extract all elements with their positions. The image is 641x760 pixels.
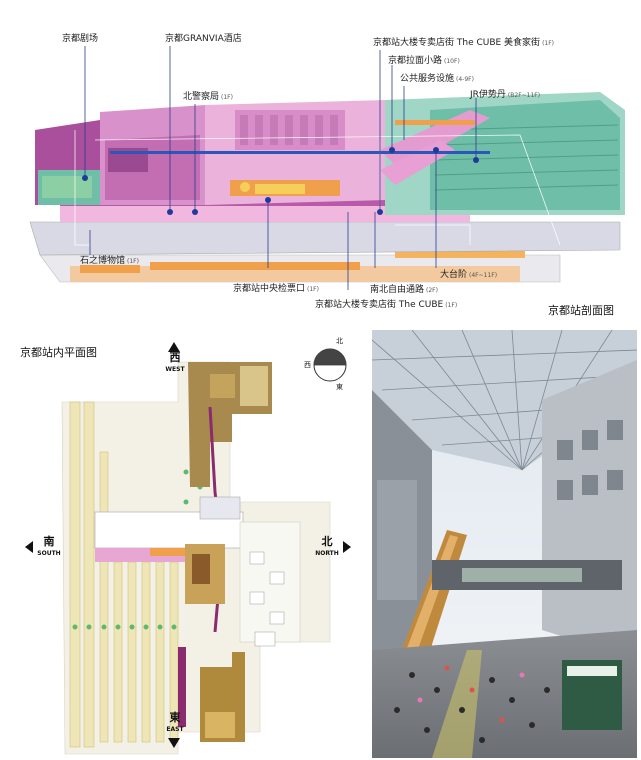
floor-plan-illustration (25, 342, 351, 755)
atrium-photo (372, 330, 637, 758)
section-caption: 京都站剖面图 (548, 304, 614, 317)
label-grand-stairs: 大台阶(4F~11F) (440, 270, 498, 280)
atrium-illustration (372, 330, 637, 758)
compass-east: 東 (336, 383, 343, 391)
compass-north: 北 (336, 337, 343, 345)
floor-plan-diagram: 京都站内平面图 (0, 322, 362, 760)
label-thecube: 京都站大楼专卖店街 The CUBE(1F) (315, 300, 458, 310)
label-hotel: 京都GRANVIA酒店 (165, 34, 242, 44)
label-isetan: JR伊势丹(B2F~11F) (470, 90, 541, 100)
plan-title: 京都站内平面图 (20, 346, 97, 359)
compass-west: 西 (304, 361, 311, 369)
label-stone-museum: 石之博物馆(1F) (80, 256, 139, 266)
cross-section-diagram: 京都剧场 京都GRANVIA酒店 北警察局(1F) 京都站大楼专卖店街 The … (0, 0, 641, 322)
label-police: 北警察局(1F) (183, 92, 233, 102)
label-free-passage: 南北自由通路(2F) (370, 285, 438, 295)
label-public-facilities: 公共服务设施(4-9F) (400, 74, 474, 84)
cross-section-illustration (29, 46, 625, 290)
label-thecube-food: 京都站大楼专卖店街 The CUBE 美食家街(1F) (373, 38, 555, 48)
label-ramen: 京都拉面小路(10F) (388, 56, 460, 66)
label-central-gate: 京都站中央检票口(1F) (233, 284, 319, 294)
label-theater: 京都剧场 (62, 34, 99, 44)
